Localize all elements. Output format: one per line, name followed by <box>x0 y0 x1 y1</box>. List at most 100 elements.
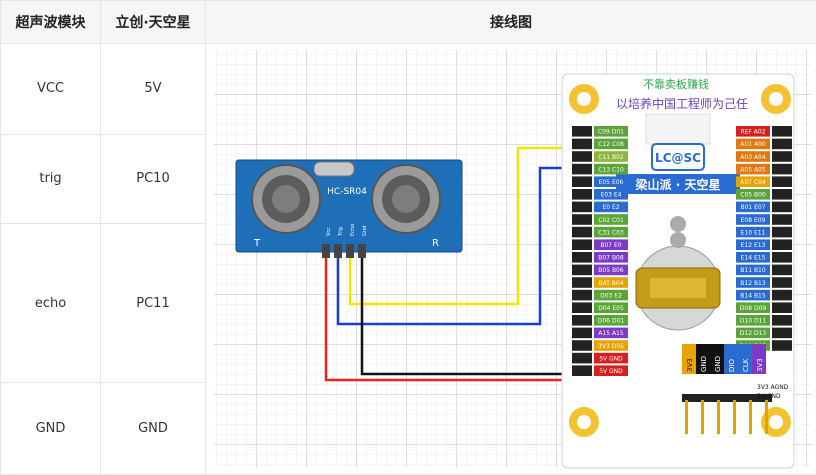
bottom-label: GND <box>700 356 708 372</box>
header-pin <box>572 328 592 339</box>
board-pin: PC10 <box>101 134 206 224</box>
pin-label: E03 E4 <box>601 192 622 199</box>
pin-label: C13 C10 <box>598 166 624 173</box>
pin-label: A05 A05 <box>740 166 766 173</box>
wiring-diagram-cell: HC-SR04 T R Vcc Trig Echo Gnd <box>206 44 816 475</box>
pin-label: B12 B13 <box>740 280 766 287</box>
header-pin <box>772 151 792 162</box>
pin-label: BAT B04 <box>598 280 623 287</box>
header-pin <box>572 189 592 200</box>
header-pin <box>572 214 592 225</box>
pin-label: D03 E2 <box>600 292 622 299</box>
pin-label: E0 E2 <box>602 204 619 211</box>
header-pin <box>772 315 792 326</box>
pin-label: C12 C08 <box>598 141 624 148</box>
wiring-diagram: HC-SR04 T R Vcc Trig Echo Gnd <box>206 44 816 470</box>
header-board: 立创·天空星 <box>101 1 206 44</box>
pin-label: B11 B10 <box>740 267 766 274</box>
corner-label: 3V3 AGND <box>757 384 789 391</box>
pin-label: D12 D13 <box>740 330 767 337</box>
header-pin <box>572 365 592 376</box>
sensor-pin-label: Gnd <box>362 226 368 236</box>
board-slogan-top: 不靠卖板赚钱 <box>643 77 709 91</box>
header-pin <box>772 214 792 225</box>
pin-label: C09 D01 <box>598 129 624 136</box>
pin-label: 5V GND <box>599 355 623 362</box>
header-pin <box>772 126 792 137</box>
header-pin <box>572 126 592 137</box>
pin-label: A01 A00 <box>740 141 766 148</box>
ultrasonic-sensor: HC-SR04 T R Vcc Trig Echo Gnd <box>236 160 462 258</box>
pin-label: E12 E13 <box>741 242 766 249</box>
pin-label: A15 A15 <box>598 330 624 337</box>
header-pin <box>772 202 792 213</box>
sensor-r-label: R <box>432 238 439 249</box>
header-pin <box>572 353 592 364</box>
header-pin <box>772 328 792 339</box>
qr-code <box>646 114 710 144</box>
header-pin <box>772 302 792 313</box>
header-pin <box>572 227 592 238</box>
header-pin <box>572 252 592 263</box>
pin-label: B05 B06 <box>598 267 624 274</box>
pin-label: B07 B08 <box>598 255 624 262</box>
pin-label: B07 E0 <box>600 242 621 249</box>
header-pin <box>772 227 792 238</box>
pin-label: D04 E05 <box>598 305 624 312</box>
header-pin <box>572 265 592 276</box>
header-pin <box>572 340 592 351</box>
pin-label: E08 E09 <box>741 217 766 224</box>
pin-label: C05 B00 <box>740 192 766 199</box>
header-pin <box>772 139 792 150</box>
header-pin <box>572 290 592 301</box>
sensor-pin-label: Echo <box>350 224 356 236</box>
pin-label: E14 E15 <box>741 255 766 262</box>
module-pin: echo <box>1 224 101 383</box>
board-pin: 5V <box>101 44 206 135</box>
sensor-pin-label: Trig <box>338 227 344 237</box>
pin-label: REF A02 <box>740 129 765 136</box>
corner-label: 5V GND <box>757 393 781 400</box>
pin-label: A07 C04 <box>740 179 766 186</box>
sensor-t-label: T <box>253 238 261 249</box>
table-row: VCC 5V <box>1 44 816 135</box>
bottom-label: DIO <box>728 359 736 372</box>
header-pin <box>572 164 592 175</box>
header-pin <box>572 151 592 162</box>
header-pin <box>772 239 792 250</box>
header-pin <box>772 265 792 276</box>
module-pin: trig <box>1 134 101 224</box>
header-pin <box>772 176 792 187</box>
board-name: 梁山派 · 天空星 <box>635 177 721 192</box>
header-pin <box>572 315 592 326</box>
pin-label: C31 C03 <box>598 229 624 236</box>
header-pin <box>572 302 592 313</box>
board-slogan-bottom: 以培养中国工程师为己任 <box>616 96 748 111</box>
header-pin <box>572 139 592 150</box>
bottom-label: GND <box>714 356 722 372</box>
board-logo: LC@SC <box>655 151 701 165</box>
pin-label: A03 A04 <box>740 154 766 161</box>
board-pin: PC11 <box>101 224 206 383</box>
header-pin <box>572 176 592 187</box>
header-pin <box>572 277 592 288</box>
bottom-label: CLK <box>742 358 750 372</box>
header-pin <box>772 189 792 200</box>
sensor-pin-label: Vcc <box>326 227 332 236</box>
header-module: 超声波模块 <box>1 1 101 44</box>
bottom-label: 3V3 <box>756 358 764 372</box>
module-pin: GND <box>1 383 101 475</box>
header-pin <box>772 290 792 301</box>
pin-label: D06 D01 <box>598 318 625 325</box>
header-pin <box>772 164 792 175</box>
pin-label: C02 C01 <box>598 217 624 224</box>
pin-label: 5V GND <box>599 368 623 375</box>
pin-label: B14 B15 <box>740 292 766 299</box>
header-pin <box>772 340 792 351</box>
pin-label: D08 D09 <box>740 305 767 312</box>
pin-label: 3V3 D05 <box>598 343 624 350</box>
header-wiring: 接线图 <box>206 1 816 44</box>
pin-label: D10 D11 <box>740 318 767 325</box>
bottom-label: 3V3 <box>686 358 694 372</box>
